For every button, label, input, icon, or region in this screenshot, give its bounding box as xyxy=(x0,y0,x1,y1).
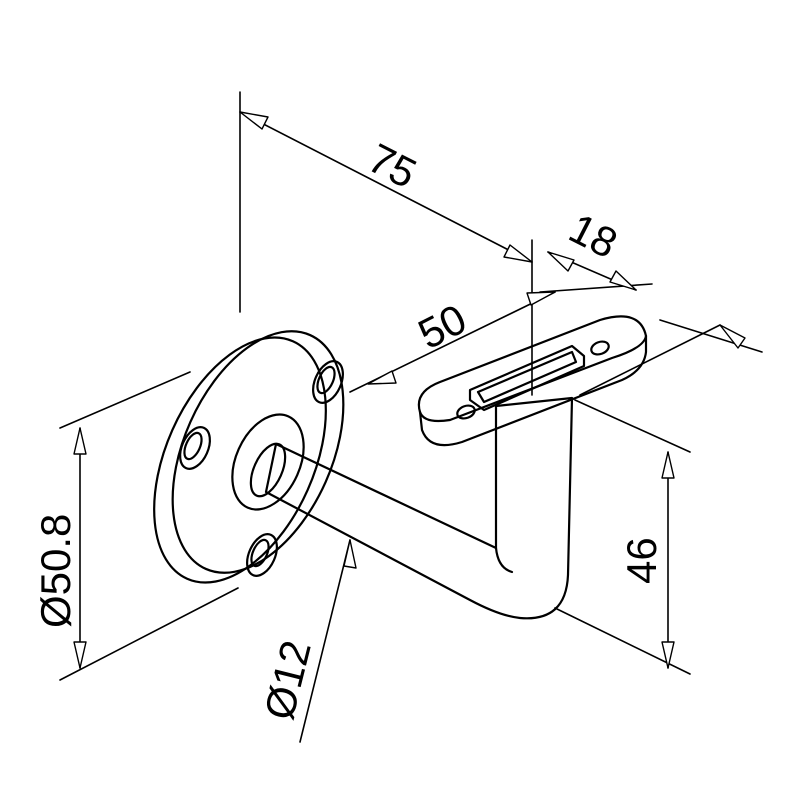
arrow-46-bottom xyxy=(661,641,675,669)
dim-18-label: 18 xyxy=(562,204,625,267)
dim-12-label: Ø12 xyxy=(255,636,320,724)
flange-holes xyxy=(179,360,344,577)
dim-50-label: 50 xyxy=(411,295,474,358)
dim-75-label: 75 xyxy=(361,134,424,197)
arrow-75-right xyxy=(503,244,533,263)
mounting-plate xyxy=(417,315,648,447)
arrow-50-right xyxy=(526,291,556,306)
arrow-46-top xyxy=(661,451,675,479)
arrow-50-left xyxy=(367,370,397,385)
arrow-75-left xyxy=(239,111,269,130)
dim-46-label: 46 xyxy=(618,537,665,584)
arrow-50.8-bottom xyxy=(73,641,87,669)
flange-front-face xyxy=(171,330,345,574)
rod-boss xyxy=(231,413,305,511)
dimension-lines xyxy=(59,91,763,743)
arrow-18-lower xyxy=(719,324,746,349)
dimension-arrows xyxy=(73,111,746,669)
bracket-body xyxy=(153,315,648,620)
arrow-18-right xyxy=(609,270,637,291)
arrow-12 xyxy=(343,539,357,569)
arrow-18-left xyxy=(547,251,575,272)
flange-back-rim xyxy=(153,336,327,584)
dim-50.8-label: Ø50.8 xyxy=(32,514,79,628)
rod-bent xyxy=(264,396,574,620)
arrow-50.8-top xyxy=(73,427,87,455)
